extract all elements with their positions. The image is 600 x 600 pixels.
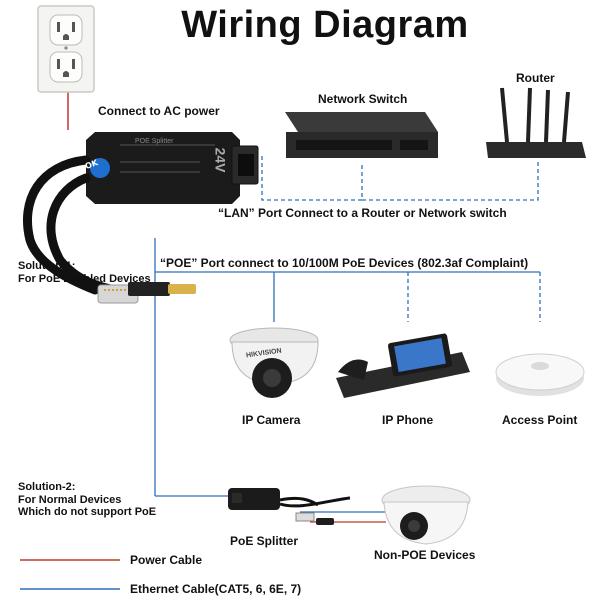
non-poe-camera-icon [381,485,471,545]
router-dashed-line [362,162,539,201]
ac-outlet-icon [37,5,95,93]
lan-dashed-line [261,156,363,201]
poe-splitter-small-icon [228,488,351,525]
router-label: Router [516,71,555,85]
ip-camera-icon [229,327,319,398]
lan-port-label: “LAN” Port Connect to a Router or Networ… [218,206,507,220]
poe-splitter-main-icon [22,132,259,304]
access-point-icon [495,353,585,396]
network-switch-icon [285,112,438,158]
solution2-label-line1: Solution-2: [18,481,76,493]
poe-port-label: “POE” Port connect to 10/100M PoE Device… [160,256,529,270]
ip-phone-label: IP Phone [382,413,434,427]
solution1-label-line1: Solution-1: [18,260,76,272]
poe-splitter-label: PoE Splitter [230,534,299,548]
non-poe-devices-label: Non-POE Devices [374,548,476,562]
legend-ethernet-label: Ethernet Cable(CAT5, 6, 6E, 7) [130,582,302,596]
ip-camera-label: IP Camera [242,413,301,427]
connect-ac-label: Connect to AC power [98,104,220,118]
solution2-label-line3: Which do not support PoE [18,506,157,518]
router-icon [486,87,586,158]
splitter-voltage-label: 24V [212,147,229,173]
legend-power-label: Power Cable [130,553,203,567]
splitter-name-label: POE Splitter [135,138,174,145]
solution1-label-line2: For PoE Enabled Devices [18,273,151,285]
solution2-label-line2: For Normal Devices [18,494,122,506]
access-point-label: Access Point [502,413,578,427]
ip-phone-icon [336,333,470,398]
network-switch-label: Network Switch [318,92,408,106]
page-title: Wiring Diagram [181,4,469,46]
